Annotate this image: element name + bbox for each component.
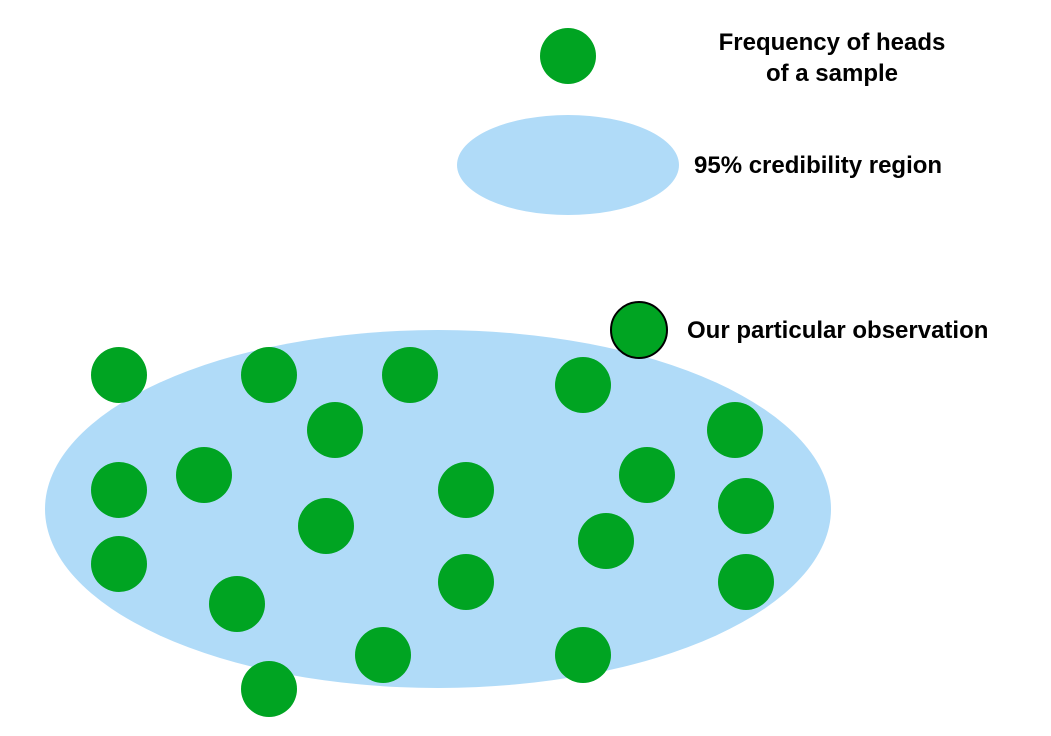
sample-dot xyxy=(555,357,611,413)
legend-sample-label-line2: of a sample xyxy=(765,60,899,87)
credibility-region xyxy=(45,330,831,688)
legend-sample-dot xyxy=(540,28,596,84)
sample-dot xyxy=(718,554,774,610)
sample-dot xyxy=(91,347,147,403)
sample-dot xyxy=(241,661,297,717)
sample-dot xyxy=(578,513,634,569)
sample-dot xyxy=(382,347,438,403)
sample-dot xyxy=(438,462,494,518)
legend-observation-label: Our particular observation xyxy=(687,317,989,344)
observation-dot xyxy=(610,301,668,359)
legend-sample-label: Frequency of heads of a sample xyxy=(700,27,964,89)
sample-dot xyxy=(438,554,494,610)
sample-dot xyxy=(209,576,265,632)
sample-dot xyxy=(355,627,411,683)
legend-region-label: 95% credibility region xyxy=(694,152,943,179)
sample-dot xyxy=(619,447,675,503)
sample-dots-group xyxy=(91,347,774,717)
sample-dot xyxy=(91,462,147,518)
sample-dot xyxy=(718,478,774,534)
sample-dot xyxy=(91,536,147,592)
sample-dot xyxy=(707,402,763,458)
sample-dot xyxy=(241,347,297,403)
sample-dot xyxy=(555,627,611,683)
sample-dot xyxy=(307,402,363,458)
legend-sample-label-line1: Frequency of heads xyxy=(718,29,946,56)
sample-dot xyxy=(298,498,354,554)
sample-dot xyxy=(176,447,232,503)
legend-credibility-region xyxy=(457,115,679,215)
